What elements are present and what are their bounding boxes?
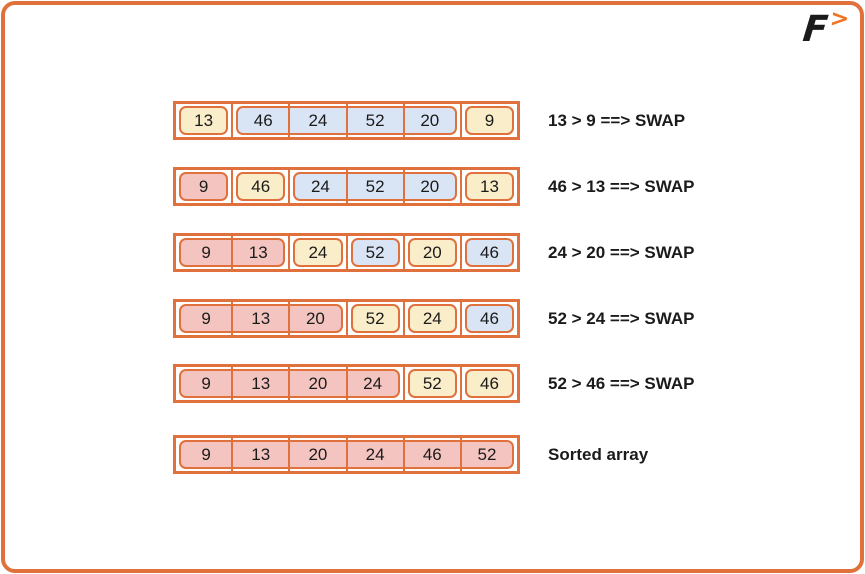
array-cell-value: 24	[293, 172, 346, 201]
array-cell-value: 52	[347, 172, 403, 201]
array-cell-value: 46	[464, 238, 515, 267]
array-cell-value: 13	[233, 238, 286, 267]
array-cell-value: 20	[290, 304, 343, 333]
array-cell: 52	[347, 170, 405, 203]
array-cell: 9	[176, 236, 234, 269]
array-cell-value: 13	[464, 172, 515, 201]
array-cell-value: 46	[404, 440, 460, 469]
array-cell-value: 9	[179, 172, 229, 201]
array-cell-value: 46	[236, 106, 289, 135]
array-cell-value: 20	[290, 369, 346, 398]
array-cell-value: 9	[179, 304, 232, 333]
array-cell-value: 24	[347, 369, 400, 398]
step-label: 13 > 9 ==> SWAP	[548, 110, 686, 130]
array-cell-value: 52	[347, 106, 403, 135]
array-cell: 9	[176, 302, 234, 335]
array-cell: 13	[233, 302, 291, 335]
array-cell: 9	[176, 438, 234, 471]
array-cell: 20	[404, 170, 462, 203]
array-cell-value: 13	[233, 440, 289, 469]
array-cell: 46	[233, 170, 291, 203]
array-cell: 24	[290, 104, 348, 137]
array-cell-value: 24	[407, 304, 457, 333]
array-cell-value: 52	[350, 304, 400, 333]
array-cell: 52	[461, 438, 517, 471]
array-cell: 20	[290, 302, 348, 335]
array-cell: 13	[462, 170, 517, 203]
array-cell-value: 13	[179, 106, 229, 135]
array-cell-value: 46	[464, 304, 515, 333]
array-cell-value: 9	[179, 238, 232, 267]
array-cell-value: 24	[347, 440, 403, 469]
array-cell: 13	[233, 236, 291, 269]
array-cell: 24	[405, 302, 462, 335]
array-cell-value: 9	[464, 106, 515, 135]
array-cell: 20	[290, 367, 348, 400]
array-cell: 46	[462, 302, 517, 335]
array-cell-value: 9	[179, 440, 232, 469]
array-cell: 20	[405, 236, 462, 269]
array-cell: 24	[290, 236, 348, 269]
array-cell: 13	[233, 438, 291, 471]
step-label: 24 > 20 ==> SWAP	[548, 242, 695, 262]
array-cell: 9	[176, 367, 234, 400]
array-cell-value: 46	[236, 172, 286, 201]
array-cell-value: 20	[290, 440, 346, 469]
array-cell-value: 52	[350, 238, 400, 267]
array-cell: 24	[290, 170, 348, 203]
array-cell: 46	[404, 438, 462, 471]
array-cell-value: 52	[461, 440, 515, 469]
array-cell-value: 24	[290, 106, 346, 135]
array-cell-value: 46	[464, 369, 515, 398]
array-cell-value: 13	[233, 369, 289, 398]
array-cell: 46	[462, 367, 517, 400]
array-cell-value: 24	[293, 238, 343, 267]
step-label: 52 > 46 ==> SWAP	[548, 373, 695, 393]
array-cell: 52	[348, 302, 405, 335]
array-cell: 13	[176, 104, 234, 137]
array-cell: 9	[176, 170, 234, 203]
array-cell-value: 20	[404, 106, 457, 135]
array-cell: 52	[348, 236, 405, 269]
array-cell-value: 52	[407, 369, 457, 398]
step-label: Sorted array	[548, 444, 649, 464]
array-cell: 13	[233, 367, 291, 400]
array-cell-value: 9	[179, 369, 232, 398]
array-cell: 46	[462, 236, 517, 269]
array-cell: 9	[462, 104, 517, 137]
array-cell-value: 20	[407, 238, 457, 267]
array-cell-value: 13	[233, 304, 289, 333]
step-label: 52 > 24 ==> SWAP	[548, 308, 695, 328]
array-cell: 46	[233, 104, 291, 137]
array-cell: 52	[405, 367, 462, 400]
step-label: 46 > 13 ==> SWAP	[548, 176, 695, 196]
array-cell: 24	[347, 367, 405, 400]
array-cell: 24	[347, 438, 405, 471]
array-cell-value: 20	[404, 172, 457, 201]
array-cell: 20	[404, 104, 462, 137]
array-cell: 52	[347, 104, 405, 137]
array-cell: 20	[290, 438, 348, 471]
